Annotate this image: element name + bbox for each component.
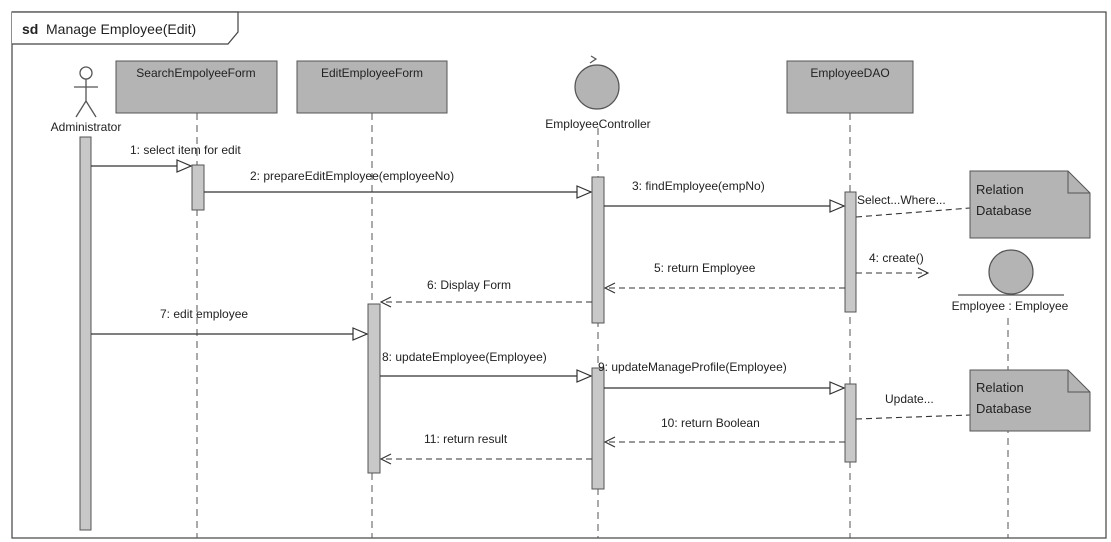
note-link-2 (855, 414, 971, 420)
svg-text:SearchEmpolyeeForm: SearchEmpolyeeForm (136, 66, 255, 80)
activation-dao-2 (844, 383, 857, 463)
activation-dao-1 (844, 191, 857, 313)
svg-text:Relation: Relation (976, 380, 1024, 395)
actor-stick-figure-icon (74, 66, 98, 118)
note-link-1 (855, 207, 971, 218)
controller-icon (574, 55, 620, 110)
entity-employee-label: Employee : Employee (952, 299, 1069, 313)
activation-controller-1 (591, 176, 605, 324)
lifeline-box-search-form: SearchEmpolyeeForm (115, 60, 278, 114)
msg-m6: 6: Display Form (427, 278, 511, 292)
lifeline-box-dao: EmployeeDAO (786, 60, 914, 114)
msg-m5: 5: return Employee (654, 261, 756, 275)
controller-label: EmployeeController (545, 117, 650, 131)
entity-employee-icon (958, 249, 1064, 296)
activation-search-form (191, 164, 205, 211)
return-arrows (381, 207, 971, 459)
select-query-label: Select...Where... (857, 193, 946, 207)
svg-text:EmployeeDAO: EmployeeDAO (810, 66, 889, 80)
frame-name: Manage Employee(Edit) (46, 21, 196, 37)
actor-label: Administrator (51, 120, 122, 134)
activations (79, 136, 857, 531)
activation-actor (79, 136, 92, 531)
msg-m11: 11: return result (424, 432, 508, 446)
activation-controller-2 (591, 367, 605, 490)
frame-tab (12, 11, 239, 45)
call-arrows (91, 166, 844, 388)
note-relation-database-1: Relation Database (969, 170, 1091, 239)
svg-text:EditEmployeeForm: EditEmployeeForm (321, 66, 423, 80)
msg-m7: 7: edit employee (160, 307, 248, 321)
frame-keyword: sd (22, 21, 38, 37)
msg-m1: 1: select item for edit (130, 143, 241, 157)
msg-m2: 2: prepareEditEmployee(employeeNo) (250, 169, 454, 183)
svg-text:Relation: Relation (976, 182, 1024, 197)
activation-edit-form (367, 303, 381, 474)
note-relation-database-2: Relation Database (969, 369, 1091, 432)
msg-m10: 10: return Boolean (661, 416, 760, 430)
msg-m3: 3: findEmployee(empNo) (632, 179, 765, 193)
msg-m9: 9: updateManageProfile(Employee) (598, 360, 787, 374)
msg-m8: 8: updateEmployee(Employee) (382, 350, 547, 364)
svg-text:Database: Database (976, 203, 1032, 218)
svg-text:Database: Database (976, 401, 1032, 416)
update-query-label: Update... (885, 392, 934, 406)
lifeline-box-edit-form: EditEmployeeForm (296, 60, 448, 114)
msg-m4: 4: create() (869, 251, 924, 265)
